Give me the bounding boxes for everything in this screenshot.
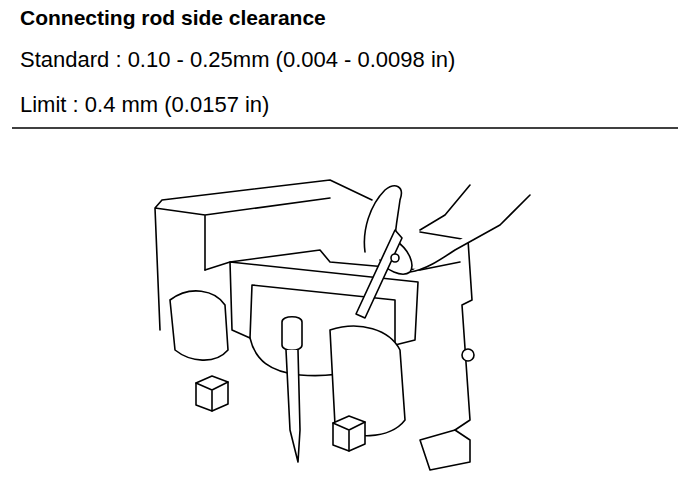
hex-nut	[333, 416, 365, 451]
section-heading: Connecting rod side clearance	[20, 6, 326, 30]
connecting-rod	[230, 262, 418, 345]
hex-nut	[196, 376, 228, 411]
gear-stub	[420, 430, 470, 470]
engine-block	[155, 180, 472, 430]
rod-bolt-shank	[286, 350, 300, 462]
specification-line: Limit : 0.4 mm (0.0157 in)	[20, 92, 269, 117]
plug	[462, 349, 474, 361]
separator-rule	[12, 127, 678, 129]
specification-line: Standard : 0.10 - 0.25mm (0.004 - 0.0098…	[20, 47, 455, 72]
feeler-gauge	[356, 230, 402, 318]
gauge-pivot	[391, 254, 399, 262]
hex-nut	[333, 422, 365, 451]
rod-bolt	[282, 317, 302, 351]
hex-nut	[196, 382, 228, 411]
crank-journal	[170, 291, 228, 360]
